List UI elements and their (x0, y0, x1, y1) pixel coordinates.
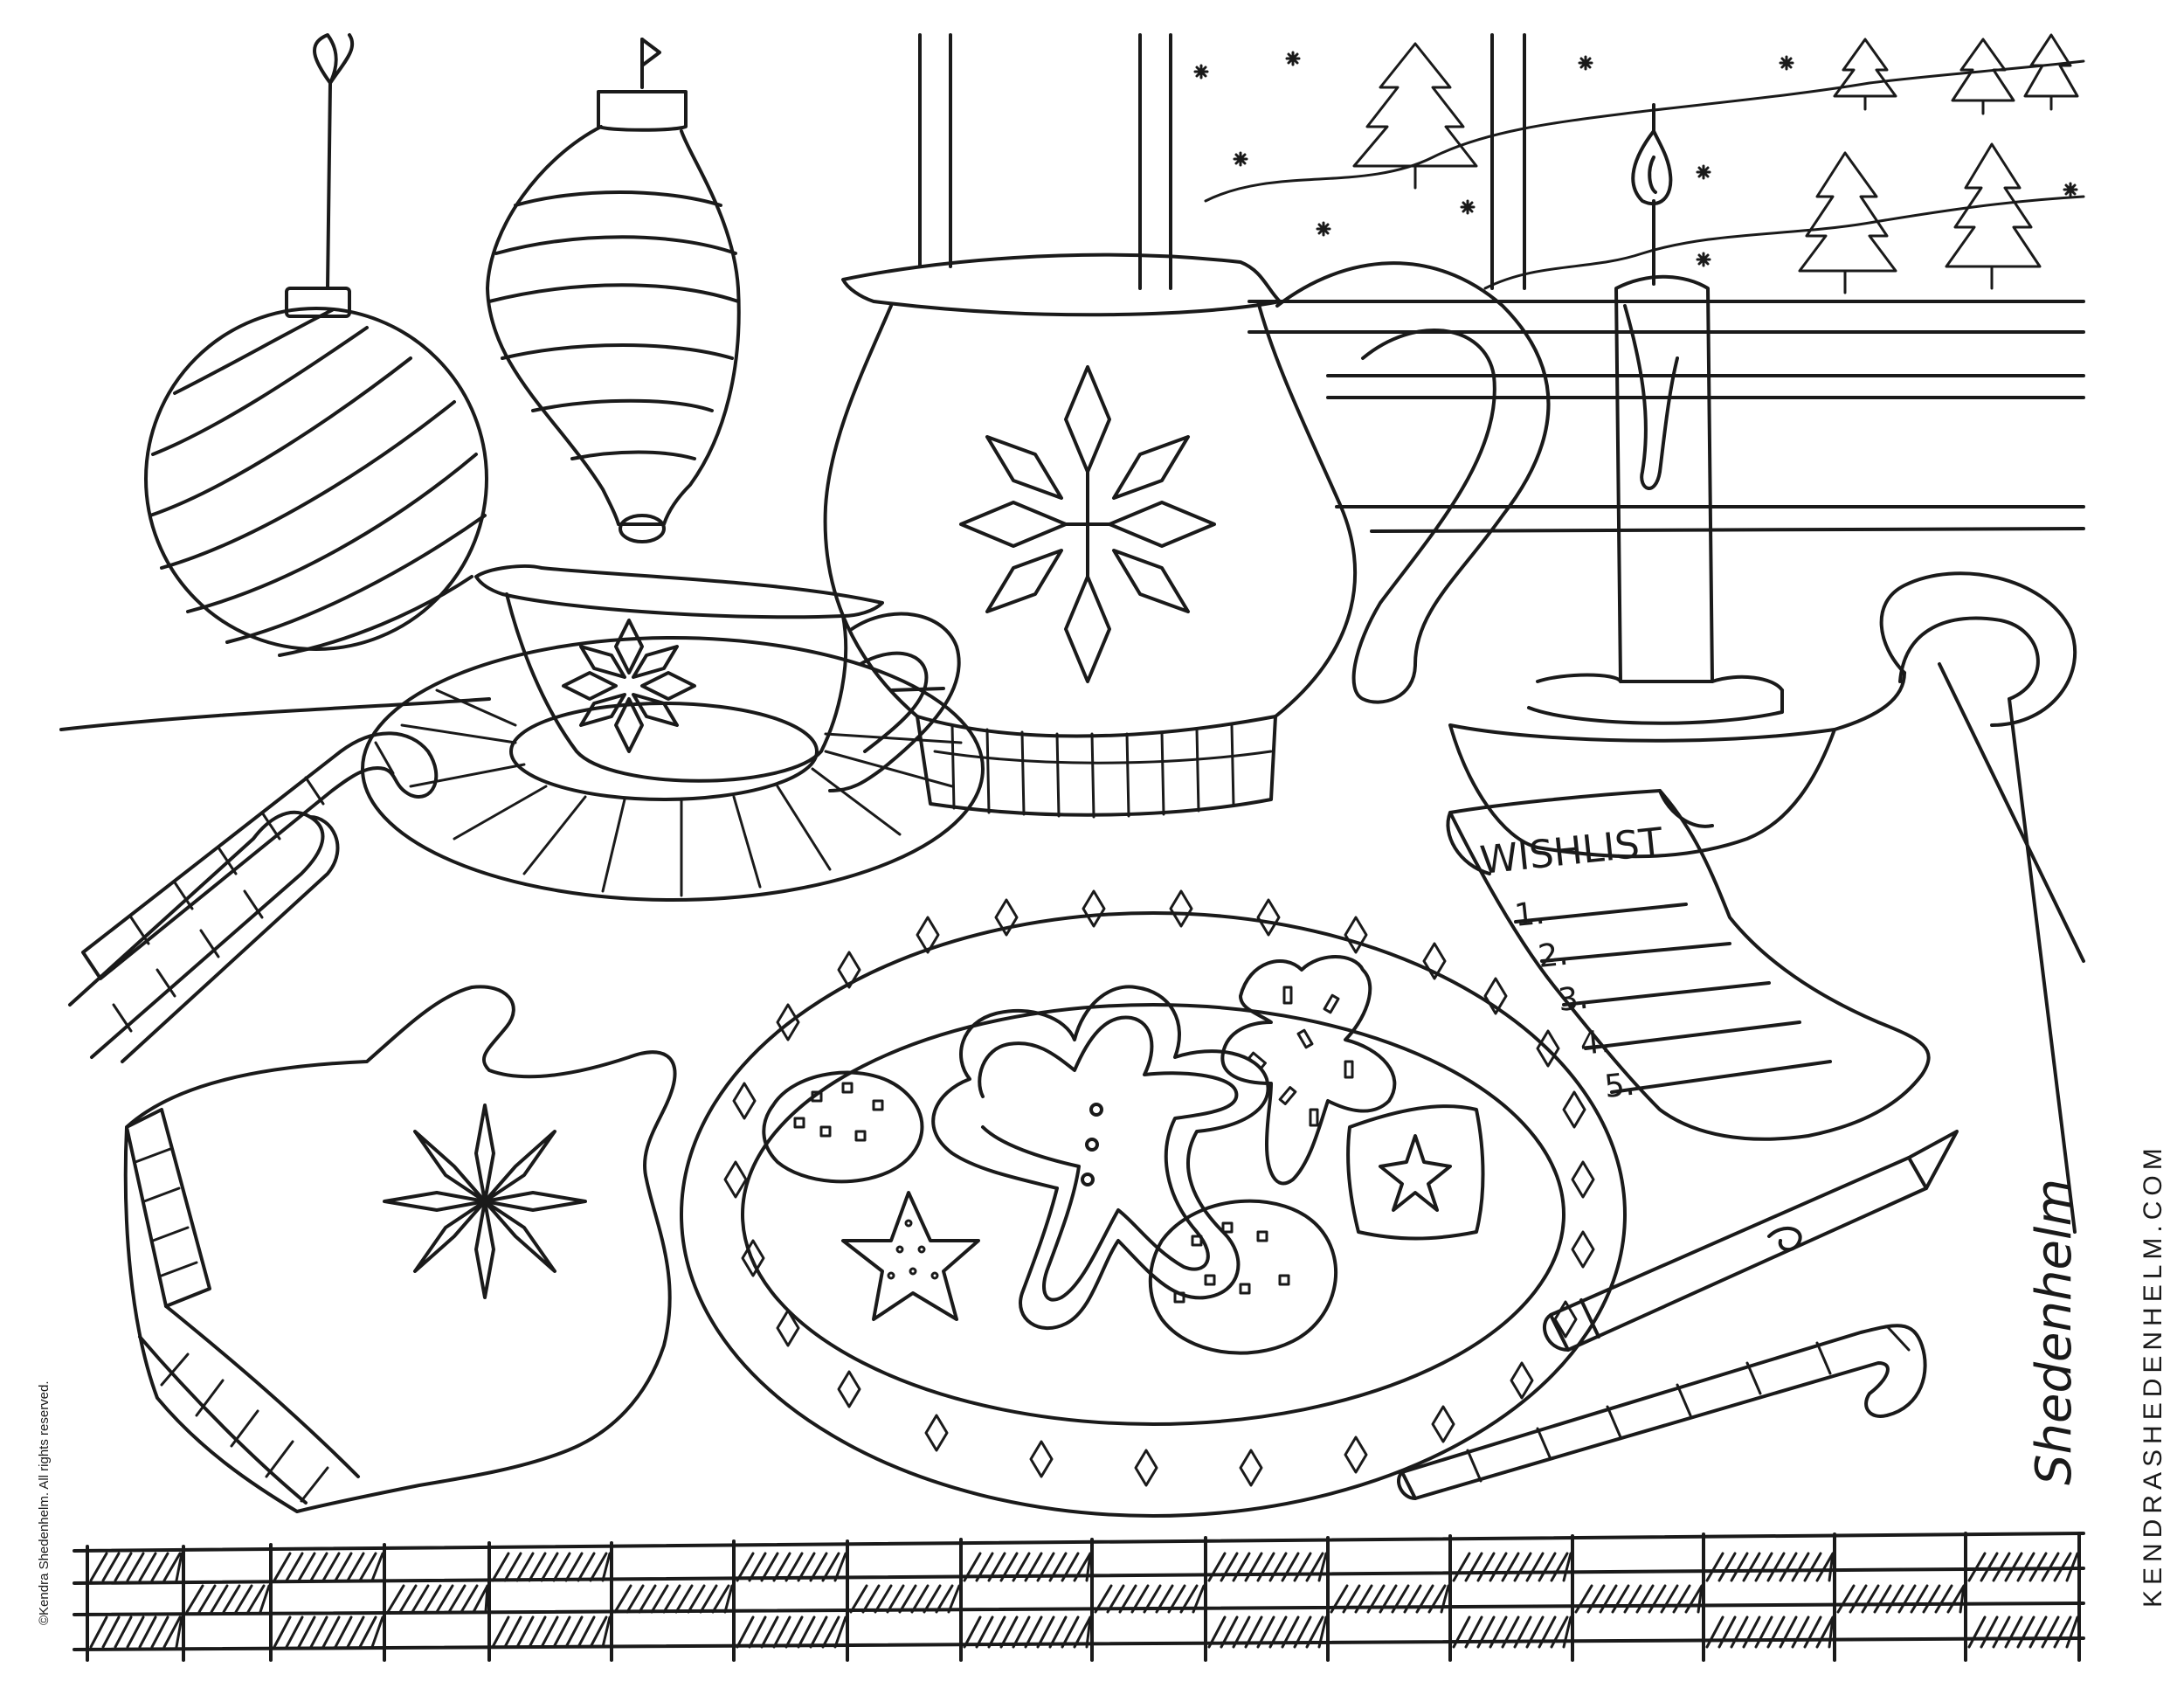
artist-signature: Shedenhelm (2026, 1179, 2083, 1485)
pitcher (823, 253, 1551, 819)
teacup-saucer (361, 564, 985, 902)
wishlist-item-number: 3. (1557, 980, 1590, 1019)
star-cookie-top (1220, 955, 1397, 1186)
wishlist-paper (1446, 789, 1931, 1141)
star-cookie-bottom (841, 1191, 980, 1321)
candy-cane-right (1397, 1324, 1927, 1500)
platter-diamonds (723, 889, 1595, 1487)
round-cookie-bottom (1148, 1199, 1338, 1355)
candy-cane-left (68, 731, 439, 1063)
copyright-notice: ©Kendra Shedenhelm. All rights reserved. (37, 1380, 52, 1625)
mitten (123, 985, 677, 1513)
round-cookie-left (762, 1070, 924, 1184)
candle (1448, 103, 2085, 1234)
wishlist-item-number: 4. (1579, 1024, 1612, 1062)
teardrop-ornament (486, 38, 741, 543)
wishlist-item-number: 5. (1603, 1067, 1636, 1105)
round-ornament (144, 33, 488, 657)
snowy-hills (1204, 59, 2085, 290)
pine-trees (1352, 33, 2079, 294)
table-edge (59, 687, 945, 731)
stars (1193, 51, 2078, 267)
wishlist-item-number: 2. (1537, 937, 1570, 975)
square-cookie (1346, 1104, 1485, 1241)
wishlist-item-number: 1. (1513, 896, 1546, 934)
cookie-platter (680, 889, 1627, 1518)
pencil (1542, 1130, 1959, 1352)
gingerbread-cookie (931, 985, 1270, 1330)
website-url: KENDRASHEDENHELM.COM (2139, 1143, 2167, 1608)
plaid-hatching (89, 1552, 2079, 1649)
